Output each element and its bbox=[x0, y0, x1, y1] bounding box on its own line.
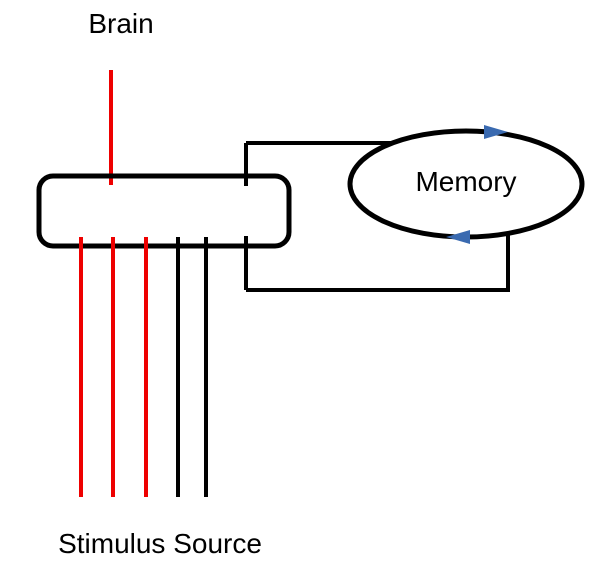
memory-top-arrow-icon bbox=[484, 125, 508, 139]
memory-lower-connector bbox=[246, 233, 510, 292]
memory-label: Memory bbox=[415, 166, 516, 197]
stimulus-source-label: Stimulus Source bbox=[58, 528, 262, 559]
brain-label: Brain bbox=[88, 8, 153, 39]
memory-bottom-arrow-icon bbox=[446, 230, 470, 244]
processing-box bbox=[36, 173, 292, 249]
